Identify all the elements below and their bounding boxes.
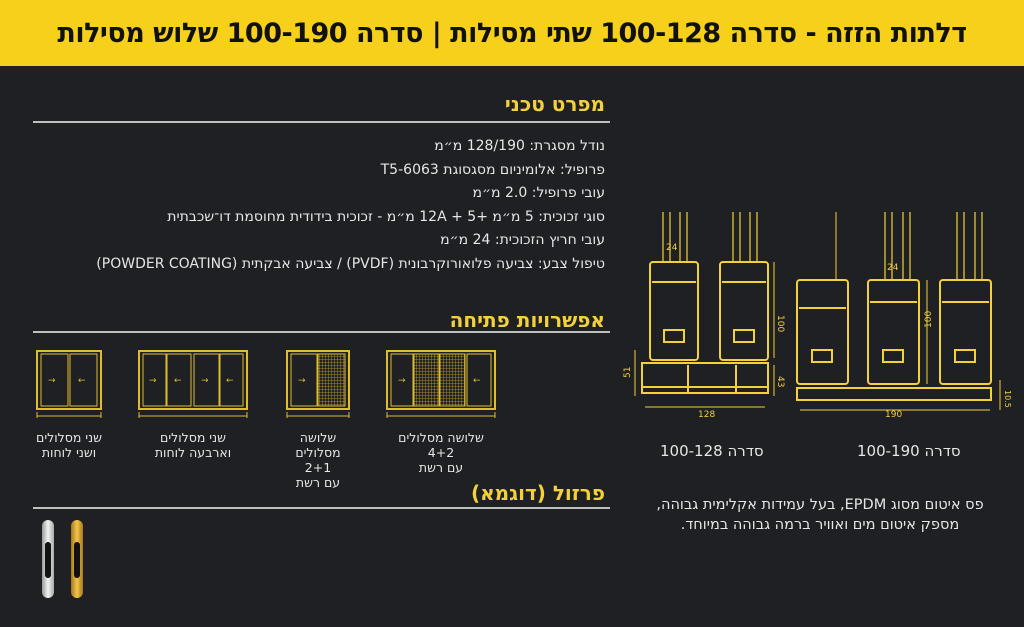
option-label: שני מסלולים	[36, 430, 102, 445]
handle-silver	[42, 520, 54, 598]
caption-series-190: סדרה 100-190	[857, 442, 961, 460]
dim-label: 190	[885, 410, 902, 420]
series-190-drawing	[796, 212, 1001, 411]
dim-label: 100	[775, 315, 785, 332]
dim-label: 51	[623, 367, 633, 378]
svg-text:→: →	[48, 376, 56, 386]
option-label: ושני לוחות	[41, 445, 97, 460]
svg-text:←: ←	[473, 376, 481, 386]
divider	[33, 121, 610, 123]
caption-series-128: סדרה 100-128	[660, 442, 764, 460]
handle-gold	[71, 520, 83, 598]
option-label: שני מסלולים	[160, 430, 226, 445]
spec-line: סוגי זכוכית: 5 מ״מ +12A + 5 מ״מ - זכוכית…	[167, 208, 605, 225]
dim-label: 100	[924, 311, 934, 328]
dim-label: 43	[775, 376, 785, 387]
svg-text:→: →	[398, 376, 406, 386]
svg-text:←: ←	[226, 376, 234, 386]
spec-line: פרופיל: אלומיניום מסגסוגת 6063-T5	[380, 161, 605, 178]
divider	[33, 507, 610, 509]
dim-label: 24	[666, 243, 678, 253]
option-label: שלושה מסלולים 4+2	[398, 430, 484, 460]
option-label: וארבעה לוחות	[154, 445, 232, 460]
specs-title: מפרט טכני	[504, 92, 605, 116]
specs-list: נודל מסגרת: 128/190 מ״מ פרופיל: אלומיניו…	[96, 135, 605, 277]
options-title: אפשרויות פתיחה	[449, 308, 605, 332]
spec-line: עובי חריץ הזכוכית: 24 מ״מ	[440, 232, 605, 249]
sliding-door-diagram-icon: → ← → ←	[138, 350, 248, 418]
svg-text:←: ←	[78, 376, 86, 386]
sliding-door-diagram-icon: →	[286, 350, 350, 418]
option-label: עם רשת	[295, 475, 341, 490]
page-title: דלתות הזזה - סדרה 100-128 שתי מסילות | ס…	[57, 17, 967, 49]
svg-text:←: ←	[174, 376, 182, 386]
svg-text:→: →	[298, 376, 306, 386]
sliding-door-diagram-icon: →←	[36, 350, 102, 418]
profile-drawings: 24 100 51 43 128 24 100 10.5 190	[623, 212, 1012, 420]
divider	[33, 331, 610, 333]
series-128-drawing	[634, 212, 775, 408]
header-bar: דלתות הזזה - סדרה 100-128 שתי מסילות | ס…	[0, 0, 1024, 66]
dim-label: 24	[887, 263, 899, 273]
spec-line: עובי פרופיל: 2.0 מ״מ	[472, 185, 605, 202]
sliding-door-diagram-icon: →←	[386, 350, 496, 418]
spec-line: נודל מסגרת: 128/190 מ״מ	[434, 138, 605, 154]
option-label: שלושה מסלולים 2+1	[295, 430, 341, 475]
epdm-note: פס איטום מסוג EPDM, בעל עמידות אקלימית ג…	[656, 497, 984, 533]
spec-line: טיפול צבע: צביעה פלואורוקרבונית (PVDF) /…	[96, 255, 605, 272]
hardware-title: פרזול (דוגמא)	[470, 481, 605, 505]
svg-text:→: →	[149, 376, 157, 386]
option-label: עם רשת	[418, 460, 464, 475]
dim-label: 128	[698, 410, 715, 420]
svg-text:→: →	[201, 376, 209, 386]
dim-label: 10.5	[1003, 390, 1012, 408]
